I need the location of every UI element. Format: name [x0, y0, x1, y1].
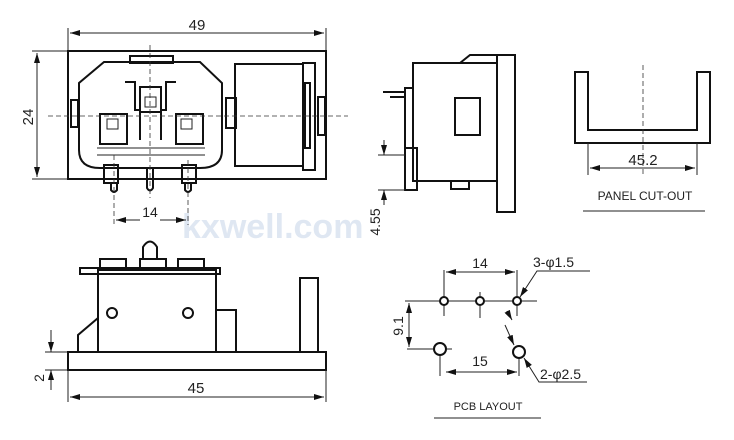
panel-cutout-view: 45.2 PANEL CUT-OUT [574, 65, 711, 212]
dim-width: 49 [189, 17, 206, 34]
pcb-layout-label: PCB LAYOUT [454, 401, 523, 413]
dim-pin-length: 4.55 [367, 208, 383, 235]
dim-bottom-width: 45 [188, 380, 205, 397]
dim-flange: 2 [31, 374, 47, 382]
cutout-outline [574, 71, 711, 144]
line-contact [99, 113, 128, 145]
dim-row-spacing: 9.1 [390, 316, 406, 336]
dim-small-pitch: 14 [472, 255, 488, 271]
neutral-contact [175, 113, 204, 145]
large-hole-note: 2-φ2.5 [540, 366, 581, 382]
dim-height: 24 [20, 109, 37, 126]
panel-cutout-label: PANEL CUT-OUT [598, 189, 693, 203]
small-hole [512, 296, 522, 306]
dim-large-pitch: 15 [472, 353, 488, 369]
bottom-view: 2 45 [31, 240, 327, 402]
large-hole [433, 342, 447, 356]
side-view: 4.55 [367, 54, 516, 236]
large-hole [512, 345, 526, 359]
side-flange [496, 54, 516, 213]
front-view: 49 24 14 [20, 17, 348, 225]
dim-cutout-width: 45.2 [628, 152, 657, 169]
pcb-layout-view: 14 3-φ1.5 9.1 15 2-φ2.5 PCB LAYOUT [390, 254, 590, 419]
bottom-flange [67, 351, 327, 371]
fuse-holder [234, 63, 304, 167]
watermark: kxwell.com [182, 208, 363, 246]
small-hole-note: 3-φ1.5 [533, 254, 574, 270]
small-hole [439, 296, 449, 306]
dim-pin-pitch: 14 [142, 204, 158, 220]
small-hole [475, 296, 485, 306]
inlet-cavity [78, 61, 223, 169]
earth-contact [139, 86, 162, 113]
